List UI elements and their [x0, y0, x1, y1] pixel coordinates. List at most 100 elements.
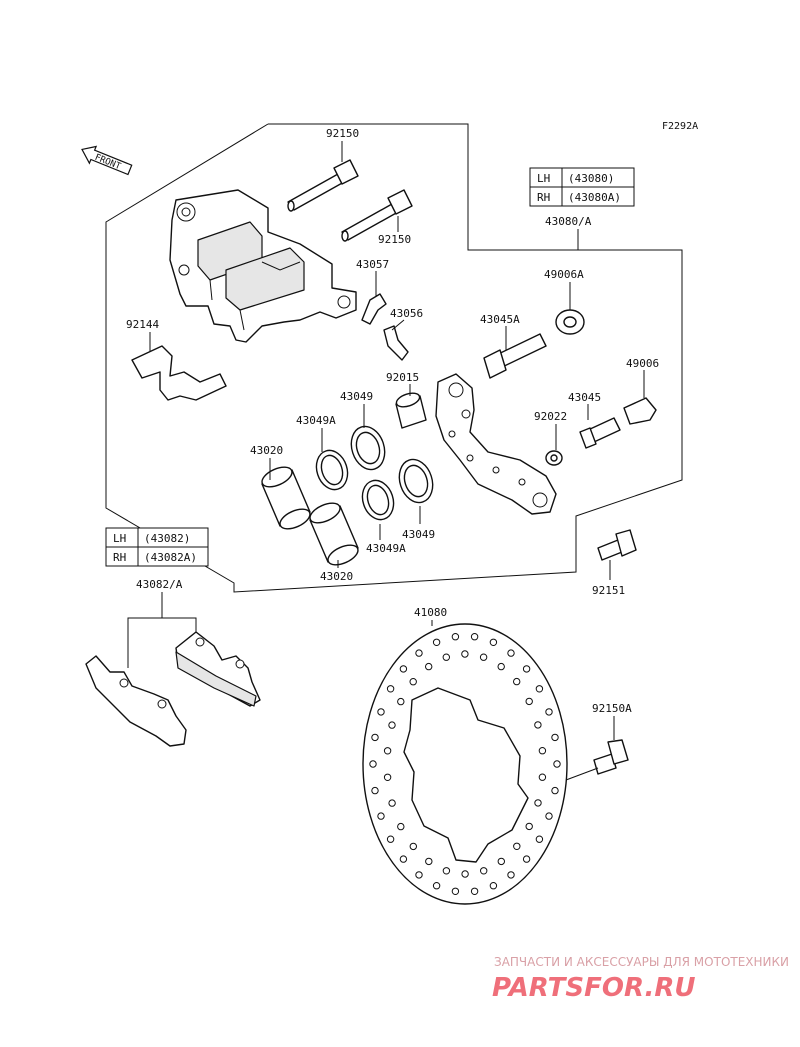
disc-hole	[507, 649, 515, 657]
disc-hole	[415, 871, 423, 879]
disc-hole	[397, 822, 405, 831]
label-43049A-lower: 43049A	[366, 542, 406, 555]
pad-lh-side: LH	[113, 532, 126, 545]
disc-hole	[497, 662, 505, 671]
label-43045A: 43045A	[480, 313, 520, 326]
disc-hole	[497, 857, 505, 866]
caliper-table: LH (43080) RH (43080A)	[529, 167, 635, 207]
disc-hole	[409, 678, 417, 686]
disc-hole	[371, 733, 379, 742]
piston-43020-lower	[309, 502, 359, 566]
disc-hole	[513, 842, 521, 850]
disc-hole	[399, 855, 408, 863]
caliper-rh-side: RH	[537, 191, 550, 204]
disc-hole	[432, 638, 441, 646]
disc-hole	[525, 697, 533, 706]
disc-hole	[451, 887, 460, 895]
label-92151: 92151	[592, 584, 625, 597]
disc-hole	[525, 822, 533, 831]
disc-hole	[535, 835, 544, 843]
boot-49006A	[555, 309, 585, 335]
disc-hole	[386, 835, 395, 843]
label-43057: 43057	[356, 258, 389, 271]
disc-hole	[479, 653, 488, 661]
caliper-bracket	[435, 373, 557, 515]
disc-hole	[461, 650, 469, 658]
disc-hole	[371, 786, 379, 795]
label-43049-lower: 43049	[402, 528, 435, 541]
disc-hole	[409, 842, 417, 851]
disc-hole	[383, 747, 392, 755]
disc-hole	[425, 662, 433, 671]
label-92015: 92015	[386, 371, 419, 384]
disc-hole	[522, 855, 531, 863]
slide-pin-43045A	[483, 333, 547, 379]
label-43045: 43045	[568, 391, 601, 404]
disc-hole	[480, 867, 488, 875]
disc-hole	[489, 638, 498, 646]
label-92022: 92022	[534, 410, 567, 423]
slide-pin-43045	[579, 417, 621, 449]
disc-hole	[369, 760, 377, 768]
disc-hole	[553, 760, 561, 768]
disc-hole	[489, 882, 498, 890]
caliper-body	[169, 189, 357, 343]
pin-92150-mid	[341, 189, 413, 242]
pad-table: LH (43082) RH (43082A)	[105, 527, 209, 567]
pad-rh-side: RH	[113, 551, 126, 564]
boot-49006	[623, 397, 657, 425]
disc-hole	[388, 721, 396, 729]
brake-disc-41080	[362, 623, 568, 905]
brake-pad-right	[175, 631, 261, 707]
disc-hole	[442, 867, 451, 875]
disc-hole	[534, 799, 542, 807]
disc-hole	[535, 685, 544, 693]
label-49006A: 49006A	[544, 268, 584, 281]
piston-43020-upper	[261, 466, 311, 530]
disc-hole	[461, 870, 469, 878]
disc-hole	[432, 882, 441, 890]
disc-hole	[545, 812, 553, 820]
pad-assembly-label: 43082/A	[136, 578, 183, 591]
front-arrow-icon: FRONT	[81, 145, 133, 176]
disc-hole	[538, 773, 547, 781]
disc-hole	[425, 857, 433, 866]
brake-pad-left	[85, 655, 187, 747]
disc-hole	[513, 677, 521, 686]
label-92150A: 92150A	[592, 702, 632, 715]
assembly-outline	[105, 123, 683, 593]
disc-hole	[399, 665, 408, 673]
disc-hole	[451, 633, 460, 641]
watermark-logo: PARTSFOR.RU	[492, 973, 695, 1003]
disc-hole	[538, 747, 547, 755]
pad-spring-92144	[131, 345, 227, 401]
disc-hole	[522, 665, 531, 673]
label-43049-upper: 43049	[340, 390, 373, 403]
disc-hole	[534, 721, 542, 729]
figure-ref: F2292A	[662, 121, 698, 132]
disc-hole	[551, 733, 559, 742]
pad-rh-part: (43082A)	[144, 551, 197, 564]
caliper-lh-part: (43080)	[568, 172, 614, 185]
disc-hole	[507, 871, 515, 879]
label-43056: 43056	[390, 307, 423, 320]
label-43020-upper: 43020	[250, 444, 283, 457]
disc-hole	[377, 708, 385, 716]
label-41080: 41080	[414, 606, 447, 619]
label-43020-lower: 43020	[320, 570, 353, 583]
caliper-assembly-label: 43080/A	[545, 215, 592, 228]
disc-hole	[397, 697, 405, 706]
disc-hole	[470, 887, 479, 895]
bolt-92151	[597, 529, 637, 561]
bolt-92150A	[593, 739, 629, 775]
label-92150-mid: 92150	[378, 233, 411, 246]
disc-hole	[551, 786, 559, 795]
label-43049A-upper: 43049A	[296, 414, 336, 427]
disc-vent-holes	[369, 633, 561, 895]
disc-hole	[415, 649, 423, 657]
label-92144: 92144	[126, 318, 159, 331]
pad-lh-part: (43082)	[144, 532, 190, 545]
disc-hole	[383, 773, 392, 781]
bleeder-valve-43056	[383, 325, 409, 361]
